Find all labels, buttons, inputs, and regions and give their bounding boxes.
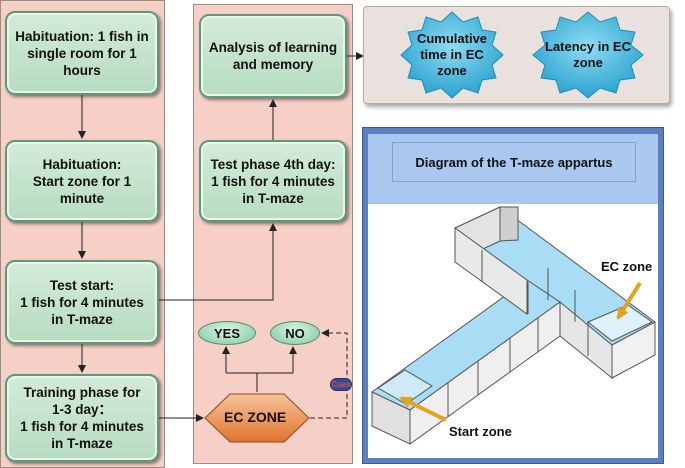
cumulative-time-text: Cumulative time in EC zone (416, 31, 488, 78)
start-zone-arrow (399, 396, 447, 422)
start-zone-floor (377, 369, 433, 405)
tmaze-end-wall (611, 321, 656, 379)
yes-oval: YES (198, 321, 256, 345)
cues-badge: Cues (330, 378, 352, 391)
ec-zone-arrow (616, 281, 642, 320)
training-phase-box: Training phase for 1-3 day： 1 fish for 4… (5, 374, 159, 462)
tmaze-title: Diagram of the T-maze appartus (392, 142, 636, 182)
ec-zone-floor (587, 304, 653, 342)
tmaze-title-band (368, 134, 658, 204)
ec-zone-diamond (204, 393, 310, 443)
test-phase-4th-day-box: Test phase 4th day: 1 fish for 4 minutes… (199, 140, 347, 222)
test-start-box: Test start: 1 fish for 4 minutes in T-ma… (5, 260, 159, 344)
habituation-room-box: Habituation: 1 fish in single room for 1… (5, 11, 159, 95)
ec-zone-maze-label: EC zone (601, 259, 653, 274)
analysis-box: Analysis of learning and memory (199, 14, 347, 98)
start-zone-maze-label: Start zone (449, 424, 512, 439)
cumulative-burst (400, 11, 504, 99)
ec-zone-label: EC ZONE (224, 409, 287, 425)
tmaze-back-wall (499, 206, 519, 242)
arrow-test-to-test4 (159, 223, 277, 301)
tmaze-stem-end-wall (371, 391, 411, 445)
latency-burst (532, 11, 644, 99)
no-oval: NO (270, 321, 320, 345)
tmaze-front-wall-top (454, 227, 528, 315)
dashed-cues-loop (310, 329, 348, 419)
latency-text: Latency in EC zone (545, 39, 631, 70)
habituation-start-zone-box: Habituation: Start zone for 1 minute (5, 140, 159, 222)
